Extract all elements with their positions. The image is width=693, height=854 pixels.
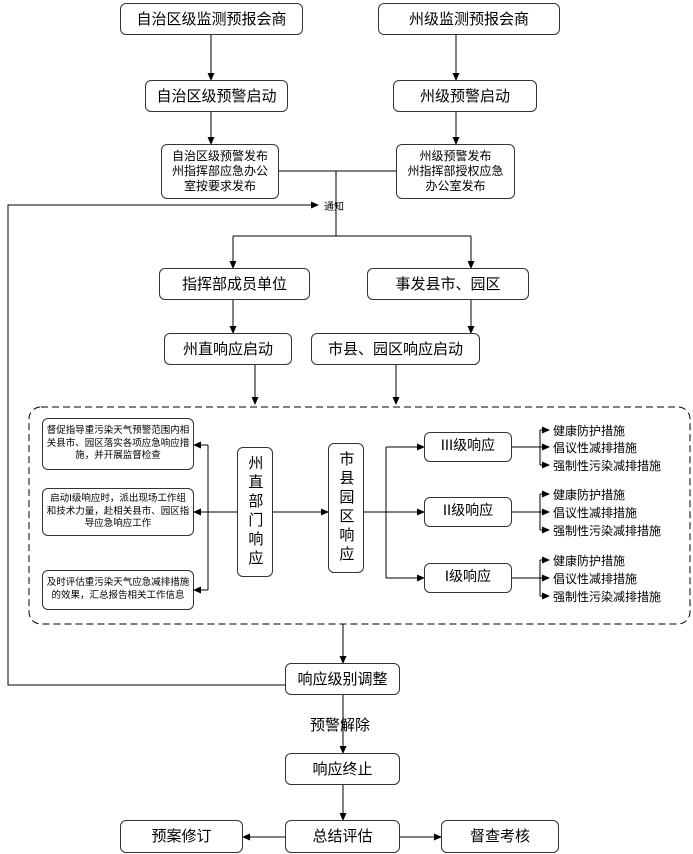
plan-revise-box: 预案修订 (120, 820, 243, 853)
state-warning-box: 州级预警启动 (393, 80, 537, 112)
level3-mandatory-measure: 强制性污染减排措施 (553, 459, 662, 473)
notify-label: 通知 (324, 202, 344, 213)
level2-box: II级响应 (424, 497, 512, 527)
level1-advisory-measure: 倡议性减排措施 (553, 572, 638, 586)
response-frame (28, 406, 691, 625)
county-park-box: 事发县市、园区 (367, 268, 529, 300)
region-consult-box: 自治区级监测预报会商 (120, 3, 303, 35)
level-adjust-box: 响应级别调整 (285, 663, 400, 695)
response-end-box: 响应终止 (285, 753, 400, 785)
feedback-loop-to-notify (7, 201, 319, 686)
region-warning-box: 自治区级预警启动 (145, 80, 288, 112)
level3-health-measure: 健康防护措施 (553, 424, 626, 438)
task-supervise-box: 督促指导重污染天气预警范围内相关县市、园区落实各项应急响应措施，并开展监督检查 (42, 418, 194, 470)
level3-advisory-measure: 倡议性减排措施 (553, 441, 638, 455)
region-publish-box: 自治区级预警发布 州指挥部应急办公 室按要求发布 (161, 144, 279, 199)
county-park-response-box: 市县园区响应 (328, 443, 364, 573)
level1-health-measure: 健康防护措施 (553, 554, 626, 568)
inspection-box: 督查考核 (441, 820, 559, 853)
county-response-start-box: 市县、园区响应启动 (311, 333, 480, 365)
state-dept-response-box: 州直部门响应 (237, 447, 273, 577)
task-evaluate-box: 及时评估重污染天气应急减排措施的效果，汇总报告相关工作信息 (42, 570, 194, 610)
level3-box: III级响应 (424, 432, 512, 462)
state-consult-box: 州级监测预报会商 (378, 3, 560, 35)
task-level1-box: 启动I级响应时，派出现场工作组和技术力量，赴相关县市、园区指导应急响应工作 (42, 488, 194, 536)
level2-mandatory-measure: 强制性污染减排措施 (553, 524, 662, 538)
summary-box: 总结评估 (285, 820, 400, 853)
warning-lift-label: 预警解除 (310, 716, 371, 734)
state-response-start-box: 州直响应启动 (164, 333, 292, 365)
level1-box: I级响应 (424, 563, 512, 593)
level1-mandatory-measure: 强制性污染减排措施 (553, 590, 662, 604)
member-units-box: 指挥部成员单位 (159, 268, 310, 300)
level2-health-measure: 健康防护措施 (553, 488, 626, 502)
state-publish-box: 州级预警发布 州指挥部授权应急 办公室发布 (396, 144, 515, 199)
level2-advisory-measure: 倡议性减排措施 (553, 506, 638, 520)
